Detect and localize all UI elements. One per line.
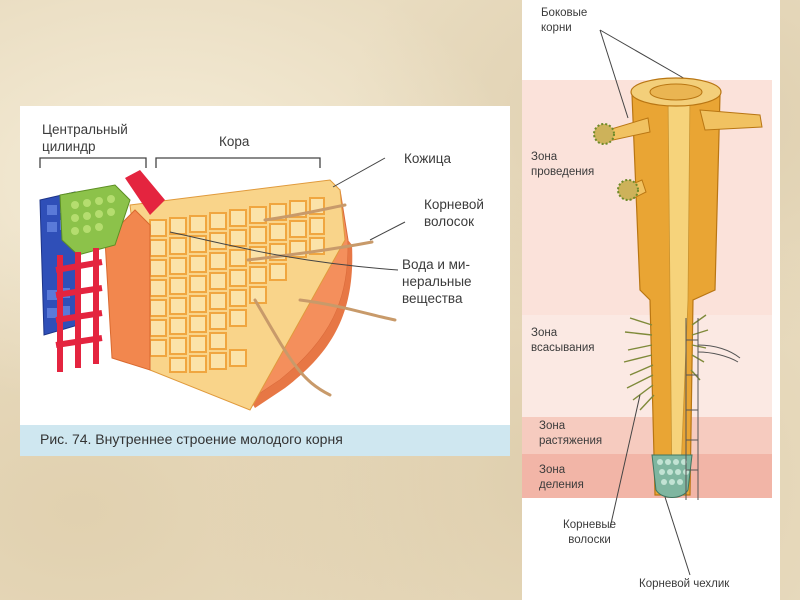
root-longitudinal-illustration xyxy=(594,30,762,575)
label-root-cap: Корневой чехлик xyxy=(639,577,729,592)
root-cross-section-illustration xyxy=(40,158,405,410)
label-root-hairs: Корневые волоски xyxy=(563,518,616,548)
figure-caption: Рис. 74. Внутреннее строение молодого ко… xyxy=(40,431,343,447)
label-root-hair: Корневой волосок xyxy=(424,196,484,230)
leader-epidermis xyxy=(333,158,385,187)
lateral-root-right xyxy=(700,110,762,130)
phloem-lattice xyxy=(56,248,102,372)
label-absorption-zone: Зона всасывания xyxy=(531,326,595,356)
cortex-bracket xyxy=(156,158,320,168)
label-elongation-zone: Зона растяжения xyxy=(539,419,602,449)
central-cylinder-bracket xyxy=(40,158,146,168)
label-conduction-zone: Зона проведения xyxy=(531,150,594,180)
leader-root-hair xyxy=(370,222,405,240)
leader-root-cap xyxy=(665,497,690,575)
label-water-minerals: Вода и ми- неральные вещества xyxy=(402,256,472,307)
label-division-zone: Зона деления xyxy=(539,463,584,493)
label-epidermis: Кожица xyxy=(404,150,451,167)
label-cortex: Кора xyxy=(219,133,249,150)
leader-root-hairs xyxy=(610,395,640,528)
label-lateral-roots: Боковые корни xyxy=(541,6,587,36)
label-central-cylinder: Центральный цилиндр xyxy=(42,121,128,155)
